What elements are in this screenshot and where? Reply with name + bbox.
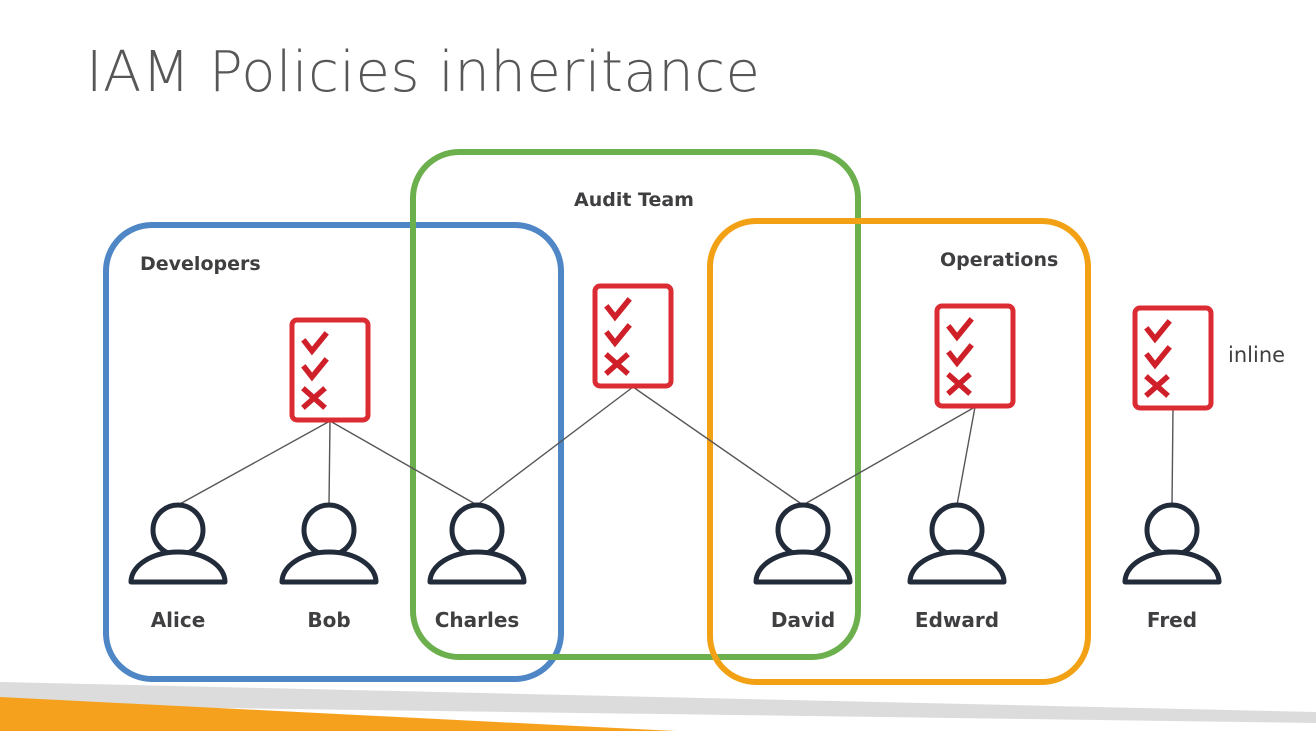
person-icon-bob xyxy=(279,502,379,585)
policy-cross-icon xyxy=(1144,374,1170,398)
person-head-icon xyxy=(929,502,985,558)
policy-check-icon xyxy=(301,357,329,382)
person-icon-alice xyxy=(128,502,228,585)
connector-operations-policy-to-edward xyxy=(956,406,976,506)
connector-developers-policy-to-alice xyxy=(177,420,331,506)
person-head-icon xyxy=(150,502,206,558)
policy-cross-icon xyxy=(604,352,630,376)
person-body-icon xyxy=(279,549,379,585)
person-head-icon xyxy=(775,502,831,558)
group-boxes-layer xyxy=(103,149,1091,685)
person-body-icon xyxy=(427,549,527,585)
policy-document-inline-policy xyxy=(1132,305,1214,411)
policy-check-icon xyxy=(604,297,632,322)
policy-document-developers-policy xyxy=(289,317,371,423)
group-boundary-audit-team xyxy=(410,149,861,660)
connector-audit-policy-to-charles xyxy=(476,386,634,506)
policy-cross-icon xyxy=(301,386,327,410)
person-body-icon xyxy=(128,549,228,585)
person-name-fred: Fred xyxy=(1146,608,1198,632)
group-boundary-operations xyxy=(707,218,1091,685)
group-label-audit-team: Audit Team xyxy=(574,189,694,211)
policy-check-icon xyxy=(946,343,974,368)
connector-operations-policy-to-david xyxy=(802,406,976,506)
policy-cross-icon xyxy=(946,372,972,396)
group-label-developers: Developers xyxy=(140,253,261,275)
person-name-alice: Alice xyxy=(150,608,206,632)
person-head-icon xyxy=(301,502,357,558)
policy-check-icon xyxy=(301,331,329,356)
person-icon-fred xyxy=(1122,502,1222,585)
person-head-icon xyxy=(449,502,505,558)
person-name-david: David xyxy=(770,608,836,632)
person-icon-david xyxy=(753,502,853,585)
connector-developers-policy-to-bob xyxy=(328,420,331,506)
inline-policy-label: inline xyxy=(1228,343,1286,367)
person-body-icon xyxy=(1122,549,1222,585)
policy-check-icon xyxy=(1144,319,1172,344)
footer-decoration xyxy=(0,682,1316,731)
person-head-icon xyxy=(1144,502,1200,558)
footer-orange-band xyxy=(0,697,676,731)
group-boundary-developers xyxy=(103,222,564,682)
person-icon-charles xyxy=(427,502,527,585)
policy-check-icon xyxy=(1144,345,1172,370)
connector-developers-policy-to-charles xyxy=(329,420,478,506)
connector-inline-policy-to-fred xyxy=(1171,408,1174,506)
policy-document-audit-policy xyxy=(592,283,674,389)
group-label-operations: Operations xyxy=(940,249,1059,271)
connector-audit-policy-to-david xyxy=(632,386,804,506)
policy-documents-layer xyxy=(289,283,1214,423)
person-body-icon xyxy=(907,549,1007,585)
connector-lines-layer xyxy=(177,386,1174,506)
policy-document-operations-policy xyxy=(934,303,1016,409)
person-icon-edward xyxy=(907,502,1007,585)
policy-check-icon xyxy=(946,317,974,342)
footer-gray-band xyxy=(0,682,1316,723)
policy-check-icon xyxy=(604,323,632,348)
page-title: IAM Policies inheritance xyxy=(86,40,761,105)
person-name-bob: Bob xyxy=(307,608,351,632)
person-body-icon xyxy=(753,549,853,585)
person-icons-layer xyxy=(128,502,1222,585)
person-name-charles: Charles xyxy=(434,608,520,632)
person-name-edward: Edward xyxy=(914,608,1000,632)
